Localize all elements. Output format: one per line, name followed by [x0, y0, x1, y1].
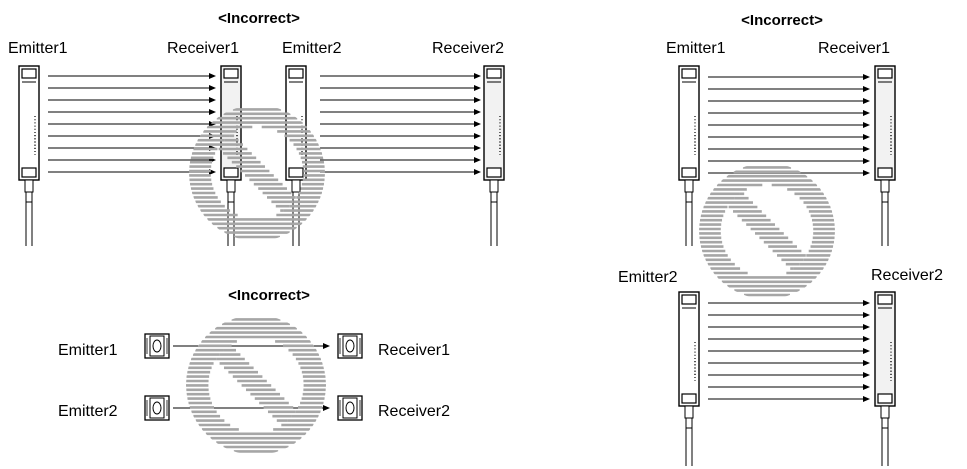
beam-top-left-pair1	[48, 97, 216, 103]
beam-top-left-pair2	[320, 109, 481, 115]
beam-top-left-pair2	[320, 169, 481, 175]
beam-top-left-pair2	[320, 133, 481, 139]
emitter2-bottom-left	[144, 395, 170, 421]
beam-right-pair2	[708, 300, 870, 306]
sensor-units	[18, 65, 896, 466]
prohibition-marks	[186, 108, 835, 453]
beam-top-left-pair1	[48, 145, 216, 151]
beam-right-pair1	[708, 146, 870, 152]
label-emitter2-top-left: Emitter2	[282, 40, 342, 57]
beam-top-left-pair1	[48, 133, 216, 139]
label-receiver2-right: Receiver2	[871, 267, 943, 284]
beam-right-pair1	[708, 86, 870, 92]
prohibition-icon	[699, 166, 835, 297]
receiver2-top-left	[483, 65, 505, 246]
prohibition-icon	[189, 108, 325, 239]
beam-top-left-pair2	[320, 73, 481, 79]
beam-top-left-pair1	[48, 109, 216, 115]
emitter1-top-left	[18, 65, 40, 246]
label-emitter1-bottom-left: Emitter1	[58, 342, 118, 359]
receiver1-bottom-left	[337, 333, 363, 359]
beam-right-pair2	[708, 336, 870, 342]
beam-right-pair1	[708, 158, 870, 164]
label-emitter1-right: Emitter1	[666, 40, 726, 57]
beam-right-pair1	[708, 110, 870, 116]
beam-right-pair2	[708, 360, 870, 366]
receiver2-bottom-left	[337, 395, 363, 421]
beam-right-pair2	[708, 396, 870, 402]
light-beams	[48, 73, 870, 411]
receiver2-right	[874, 291, 896, 466]
emitter2-right	[678, 291, 700, 466]
beam-right-pair2	[708, 348, 870, 354]
emitter1-right	[678, 65, 700, 246]
label-emitter1-top-left: Emitter1	[8, 40, 68, 57]
emitter1-bottom-left	[144, 333, 170, 359]
label-receiver1-bottom-left: Receiver1	[378, 342, 450, 359]
prohibition-icon	[186, 318, 326, 453]
beam-right-pair2	[708, 324, 870, 330]
beam-right-pair2	[708, 372, 870, 378]
beam-top-left-pair2	[320, 121, 481, 127]
title-top-left: <Incorrect>	[218, 10, 300, 27]
beam-right-pair1	[708, 74, 870, 80]
beam-right-pair1	[708, 122, 870, 128]
label-receiver2-top-left: Receiver2	[432, 40, 504, 57]
title-right: <Incorrect>	[741, 12, 823, 29]
receiver1-right	[874, 65, 896, 246]
label-emitter2-bottom-left: Emitter2	[58, 403, 118, 420]
title-bottom-left: <Incorrect>	[228, 287, 310, 304]
beam-top-left-pair2	[320, 85, 481, 91]
beam-top-left-pair1	[48, 85, 216, 91]
label-emitter2-right: Emitter2	[618, 269, 678, 286]
beam-right-pair2	[708, 312, 870, 318]
beam-right-pair1	[708, 134, 870, 140]
beam-top-left-pair1	[48, 121, 216, 127]
beam-top-left-pair2	[320, 145, 481, 151]
label-receiver2-bottom-left: Receiver2	[378, 403, 450, 420]
beam-right-pair1	[708, 98, 870, 104]
beam-top-left-pair2	[320, 157, 481, 163]
label-receiver1-top-left: Receiver1	[167, 40, 239, 57]
beam-top-left-pair2	[320, 97, 481, 103]
beam-right-pair2	[708, 384, 870, 390]
beam-top-left-pair1	[48, 73, 216, 79]
label-receiver1-right: Receiver1	[818, 40, 890, 57]
